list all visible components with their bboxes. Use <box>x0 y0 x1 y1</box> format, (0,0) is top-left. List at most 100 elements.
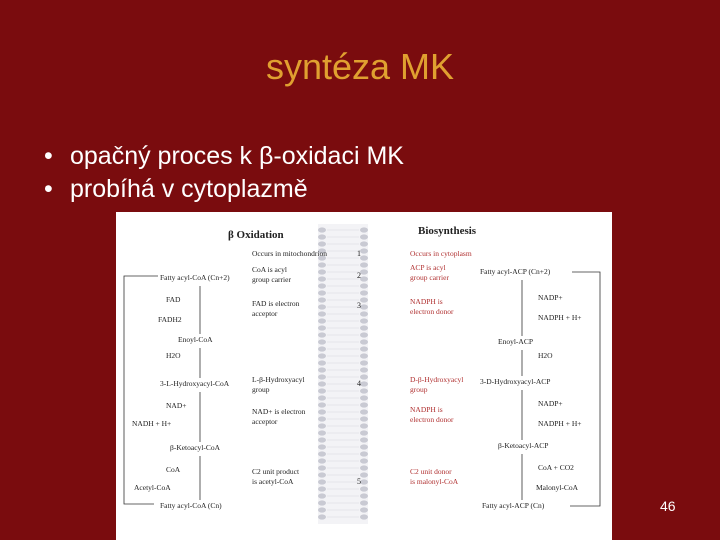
lipid-head <box>318 332 326 338</box>
left-step-fadh2: FADH2 <box>158 315 182 324</box>
left-note: group <box>252 385 270 394</box>
lipid-head <box>318 514 326 520</box>
bullet-text: probíhá v cytoplazmě <box>70 175 308 203</box>
bullet-list: • opačný proces k β-oxidaci MK • probíhá v… <box>44 140 404 206</box>
lipid-head <box>318 374 326 380</box>
lipid-head <box>318 367 326 373</box>
lipid-head <box>318 423 326 429</box>
right-note: electron donor <box>410 415 454 424</box>
left-pathway: Fatty acyl-CoA (Cn+2) FAD FADH2 Enoyl-Co… <box>132 273 230 510</box>
cycle-arrow <box>123 275 158 505</box>
right-note: ACP is acyl <box>410 263 446 272</box>
right-step-keto: β-Ketoacyl-ACP <box>498 441 548 450</box>
right-note: D-β-Hydroxyacyl <box>410 375 463 384</box>
right-step-h2o: H2O <box>538 351 553 360</box>
right-step-nadph1: NADPH + H+ <box>538 313 581 322</box>
lipid-head <box>318 388 326 394</box>
membrane-number: 4 <box>357 379 361 388</box>
lipid-head <box>318 283 326 289</box>
right-step-nadp1: NADP+ <box>538 293 563 302</box>
lipid-head <box>360 514 368 520</box>
lipid-head <box>360 458 368 464</box>
left-step-nadh: NADH + H+ <box>132 419 171 428</box>
right-pathway: Fatty acyl-ACP (Cn+2) NADP+ NADPH + H+ E… <box>480 267 581 510</box>
lipid-head <box>360 255 368 261</box>
lipid-head <box>360 318 368 324</box>
page-number: 46 <box>660 498 676 514</box>
lipid-head <box>360 493 368 499</box>
lipid-head <box>360 472 368 478</box>
left-step-bottom: Fatty acyl-CoA (Cn) <box>160 501 222 510</box>
lipid-head <box>360 507 368 513</box>
lipid-head <box>318 472 326 478</box>
bullet-item: • probíhá v cytoplazmě <box>44 173 404 206</box>
left-step-hydroxy: 3-L-Hydroxyacyl-CoA <box>160 379 230 388</box>
lipid-head <box>318 451 326 457</box>
left-note: NAD+ is electron <box>252 407 306 416</box>
right-step-nadp2: NADP+ <box>538 399 563 408</box>
left-step-top: Fatty acyl-CoA (Cn+2) <box>160 273 230 282</box>
lipid-head <box>318 290 326 296</box>
right-note: Occurs in cytoplasm <box>410 249 472 258</box>
right-step-bottom: Fatty acyl-ACP (Cn) <box>482 501 545 510</box>
right-note: electron donor <box>410 307 454 316</box>
lipid-head <box>360 241 368 247</box>
lipid-head <box>318 444 326 450</box>
left-step-nad: NAD+ <box>166 401 186 410</box>
lipid-head <box>318 402 326 408</box>
oxidation-biosynthesis-figure: β Oxidation Biosynthesis 1 2 3 4 5 Occur… <box>116 212 612 540</box>
membrane-band <box>318 224 368 524</box>
lipid-head <box>318 486 326 492</box>
lipid-head <box>360 248 368 254</box>
left-arrows <box>123 275 201 505</box>
left-note: is acetyl-CoA <box>252 477 294 486</box>
lipid-head <box>360 234 368 240</box>
lipid-head <box>318 500 326 506</box>
left-heading: β Oxidation <box>228 229 284 241</box>
left-step-h2o: H2O <box>166 351 181 360</box>
lipid-head <box>318 409 326 415</box>
membrane-number: 3 <box>357 301 361 310</box>
lipid-head <box>318 458 326 464</box>
left-step-acetyl: Acetyl-CoA <box>134 483 171 492</box>
lipid-head <box>318 325 326 331</box>
bullet-item: • opačný proces k β-oxidaci MK <box>44 140 404 173</box>
lipid-head <box>360 339 368 345</box>
lipid-head <box>318 353 326 359</box>
left-note: C2 unit product <box>252 467 300 476</box>
lipid-head <box>360 290 368 296</box>
lipid-head <box>360 367 368 373</box>
left-note: FAD is electron <box>252 299 300 308</box>
left-note: group carrier <box>252 275 291 284</box>
membrane-heads <box>318 227 368 520</box>
lipid-head <box>360 395 368 401</box>
right-step-hydroxy: 3-D-Hydroxyacyl-ACP <box>480 377 550 386</box>
lipid-head <box>318 297 326 303</box>
lipid-head <box>360 479 368 485</box>
lipid-head <box>318 269 326 275</box>
right-notes: Occurs in cytoplasm ACP is acyl group ca… <box>410 249 472 486</box>
lipid-head <box>318 255 326 261</box>
slide-title: syntéza MK <box>265 46 455 87</box>
lipid-head <box>318 339 326 345</box>
right-step-coa: CoA + CO2 <box>538 463 574 472</box>
lipid-head <box>360 262 368 268</box>
lipid-head <box>318 437 326 443</box>
lipid-head <box>318 507 326 513</box>
bullet-dot: • <box>44 175 53 203</box>
lipid-head <box>360 227 368 233</box>
right-step-top: Fatty acyl-ACP (Cn+2) <box>480 267 551 276</box>
right-note: C2 unit donor <box>410 467 452 476</box>
bullet-text: opačný proces k β-oxidaci MK <box>70 142 404 170</box>
lipid-head <box>360 486 368 492</box>
bullet-dot: • <box>44 142 53 170</box>
lipid-head <box>318 416 326 422</box>
lipid-head <box>318 346 326 352</box>
lipid-head <box>318 395 326 401</box>
lipid-head <box>360 269 368 275</box>
left-note: acceptor <box>252 417 278 426</box>
lipid-head <box>360 325 368 331</box>
lipid-head <box>360 374 368 380</box>
lipid-head <box>360 465 368 471</box>
